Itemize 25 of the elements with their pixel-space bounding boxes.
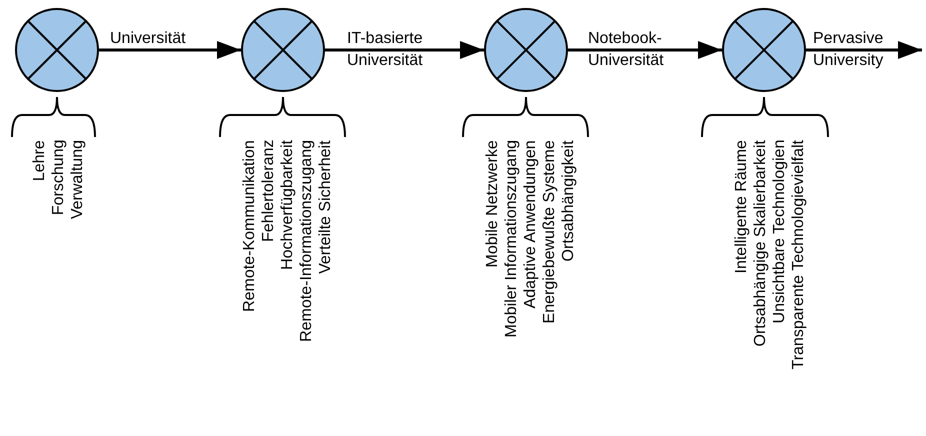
arrow (568, 41, 722, 59)
keyword-text: Intelligente Räume (732, 140, 751, 276)
keyword-text: Lehre (30, 140, 49, 183)
edge-label: Pervasive University (813, 29, 884, 71)
keyword-text: Adaptive Anwendungen (521, 140, 540, 310)
edge-label: Universität (110, 29, 186, 49)
keyword-text: Remote-Kommunikation (240, 140, 259, 314)
keyword-text: Verwaltung (68, 140, 87, 220)
keyword-text: Ortsabhängige Skalierbarkeit (751, 140, 770, 348)
edge-label: Notebook-Universität (588, 29, 665, 71)
keyword-text: Ortsabhängigkeit (559, 140, 578, 263)
arrow (806, 41, 922, 59)
keyword-text: Transparente Technologievielfalt (789, 140, 808, 370)
keyword-text: Energiebewußte Systeme (540, 140, 559, 326)
keyword-text: Fehlertoleranz (259, 140, 278, 244)
edge-label: IT-basierte Universität (347, 29, 424, 71)
arrow (325, 41, 484, 59)
keyword-text: Unsichtbare Technologien (770, 140, 789, 326)
arrow (99, 41, 241, 59)
keyword-text: Verteilte Sicherheit (316, 140, 335, 276)
keyword-text: Remote-Informationszugang (297, 140, 316, 342)
keyword-text: Hochverfügbarkeit (278, 140, 297, 272)
keyword-text: Forschung (49, 140, 68, 218)
keyword-text: Mobiler Informationszugang (502, 140, 521, 338)
keyword-text: Mobile Netzwerke (483, 140, 502, 270)
